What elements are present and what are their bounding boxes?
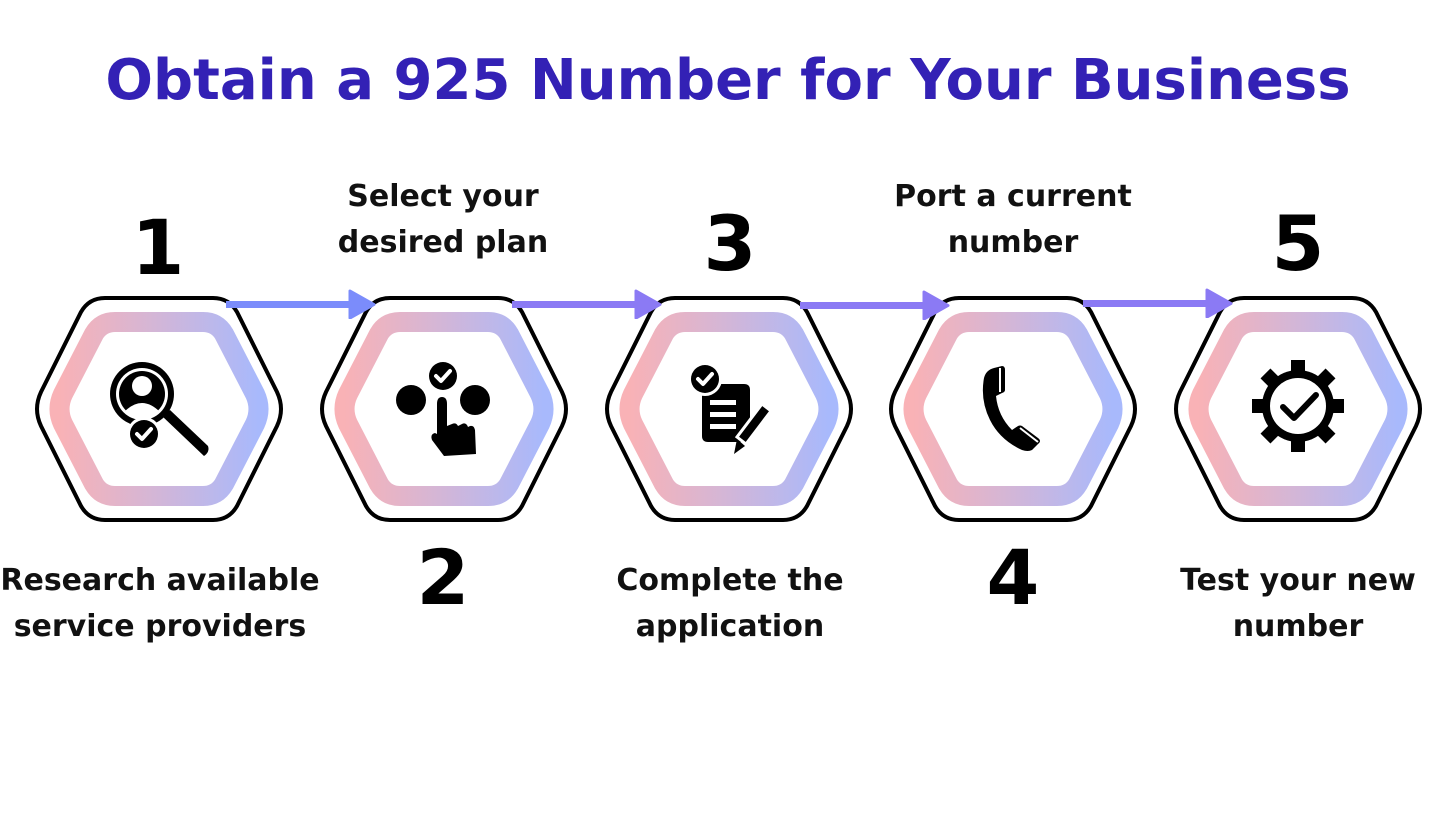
arrow-1-to-2 — [226, 289, 376, 319]
step-3-label-line2: application — [635, 609, 825, 644]
step-5-label-line1: Test your new — [1180, 563, 1416, 598]
step-1-label-line1: Research available — [0, 563, 320, 598]
step-1-label: Research available service providers — [0, 558, 330, 650]
step-3-label-line1: Complete the — [616, 563, 844, 598]
step-1-number: 1 — [131, 203, 185, 292]
arrow-4-to-5 — [1083, 288, 1233, 318]
phone-icon — [982, 366, 1040, 451]
step-4-label-line2: number — [947, 225, 1079, 260]
step-2-label: Select your desired plan — [273, 174, 613, 266]
page-title: Obtain a 925 Number for Your Business — [105, 48, 1351, 113]
step-5-number: 5 — [1271, 199, 1325, 288]
step-4-number: 4 — [986, 533, 1040, 622]
step-4-label-line1: Port a current — [894, 179, 1132, 214]
step-5-label-line2: number — [1232, 609, 1364, 644]
search-user-check-icon — [110, 362, 209, 456]
arrow-3-to-4 — [800, 290, 950, 320]
step-1-label-line2: service providers — [13, 609, 307, 644]
step-2-label-line1: Select your — [347, 179, 539, 214]
step-5-label: Test your new number — [1128, 558, 1456, 650]
document-edit-check-icon — [688, 362, 774, 454]
step-2-number: 2 — [416, 533, 470, 622]
arrow-2-to-3 — [512, 289, 662, 319]
step-2-label-line2: desired plan — [337, 225, 549, 260]
gear-check-icon — [1252, 360, 1344, 452]
step-4-hexagon — [889, 296, 1137, 522]
hand-select-option-icon — [396, 362, 490, 456]
step-3-number: 3 — [703, 199, 757, 288]
step-3-label: Complete the application — [560, 558, 900, 650]
step-4-label: Port a current number — [843, 174, 1183, 266]
